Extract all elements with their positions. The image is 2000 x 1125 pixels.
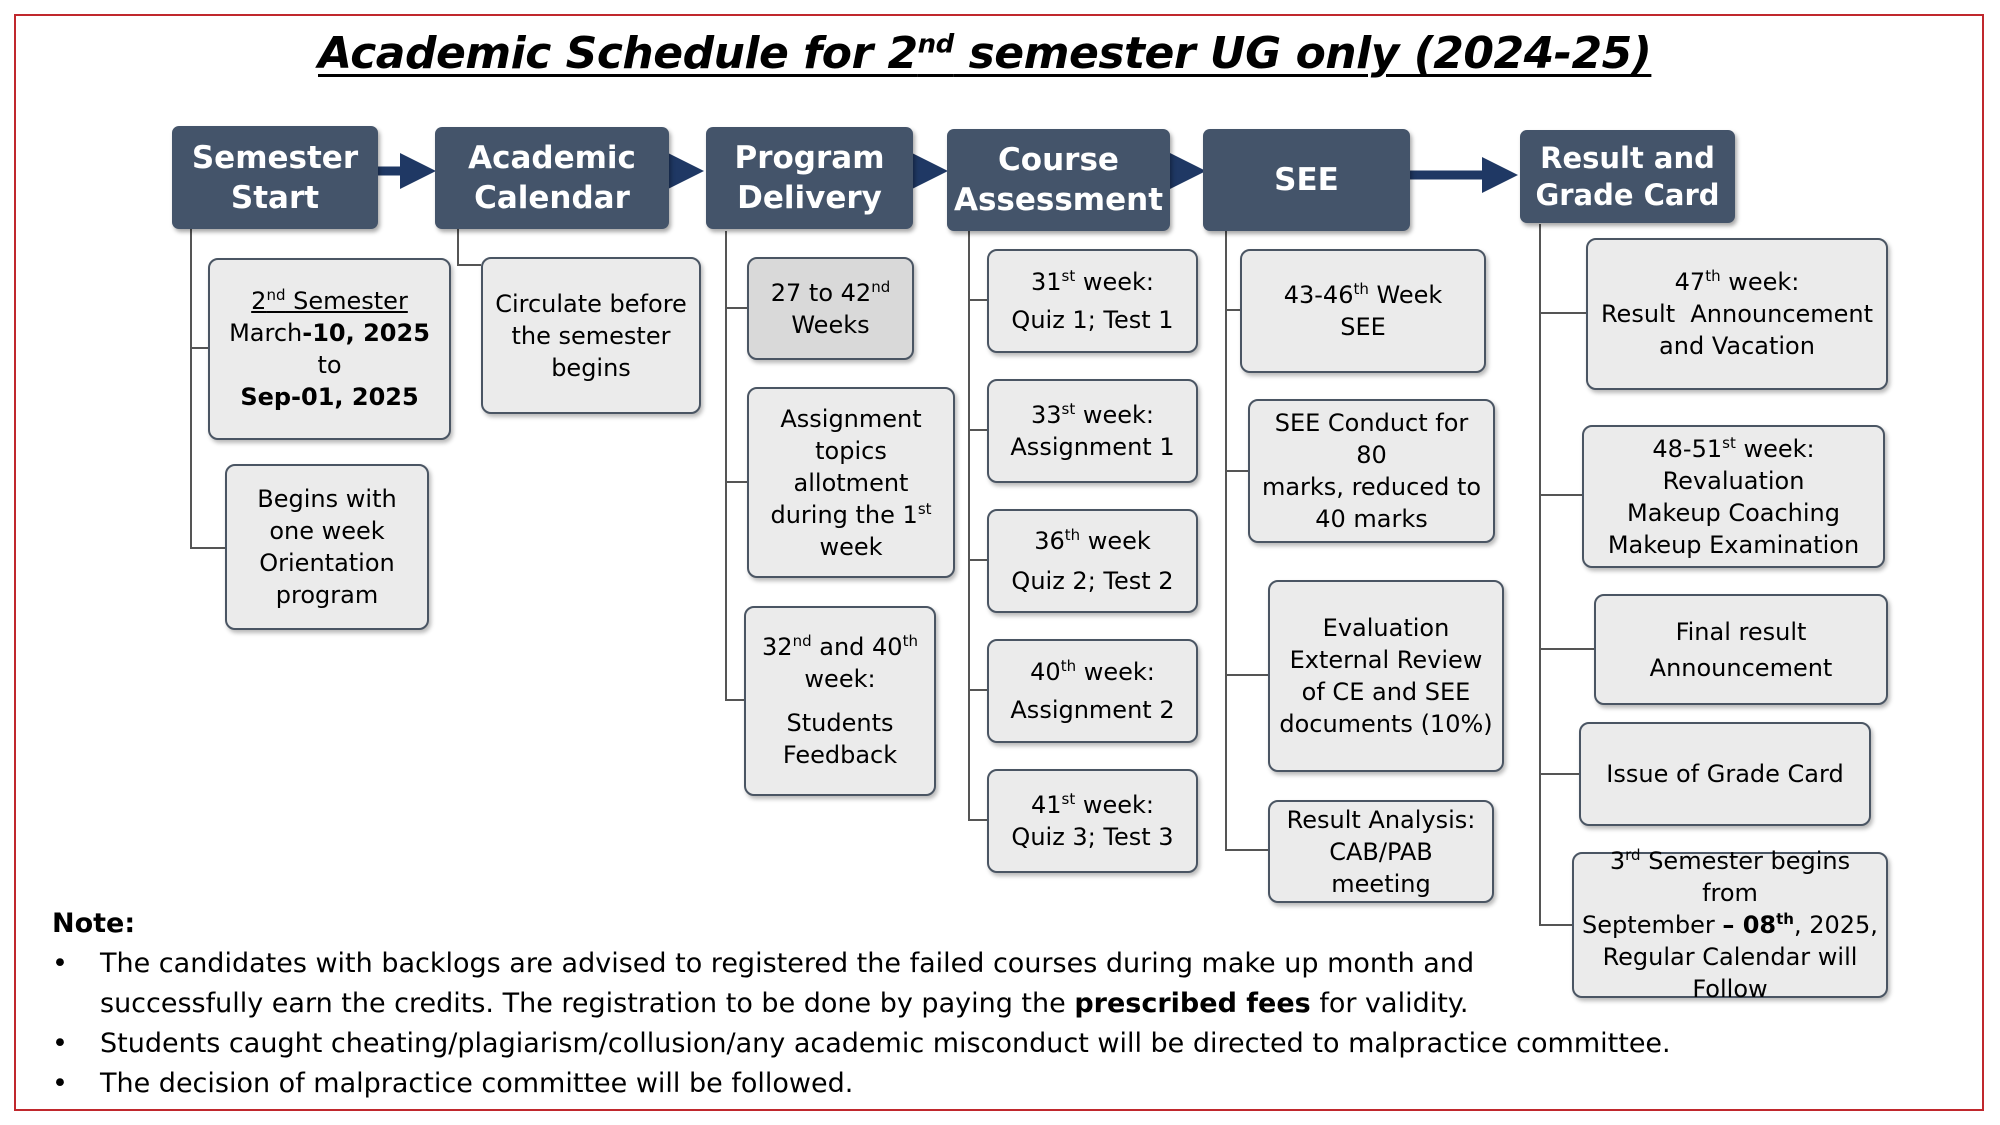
stage-see: SEE [1203,129,1410,231]
page-border [14,14,1984,1111]
note-section: Note: • The candidates with backlogs are… [52,904,1671,1104]
see-weeks-box: 43-46th Week SEE [1240,249,1486,373]
semester-dates-box: 2nd Semester March-10, 2025 to Sep-01, 2… [208,258,451,440]
assessment-box-3: 36th week Quiz 2; Test 2 [987,509,1198,613]
note-bullet-3: •The decision of malpractice committee w… [52,1068,854,1099]
assessment-box-4: 40th week: Assignment 2 [987,639,1198,743]
third-semester-box: 3rd Semester begins from September – 08t… [1572,847,1888,1003]
result-announcement-box: 47th week: Result Announcement and Vacat… [1586,238,1888,390]
assessment-box-5: 41st week: Quiz 3; Test 3 [987,769,1198,873]
assessment-box-1: 31st week: Quiz 1; Test 1 [987,249,1198,353]
note-bullet-1: • The candidates with backlogs are advis… [52,948,1475,1019]
note-title: Note: [52,908,136,939]
page-title: Academic Schedule for 2nd semester UG on… [318,28,1652,79]
weeks-box: 27 to 42nd Weeks [747,257,914,360]
note-bullet-2: •Students caught cheating/plagiarism/col… [52,1028,1671,1059]
assessment-box-2: 33st week: Assignment 1 [987,379,1198,483]
grade-card-box: Issue of Grade Card [1579,722,1871,826]
